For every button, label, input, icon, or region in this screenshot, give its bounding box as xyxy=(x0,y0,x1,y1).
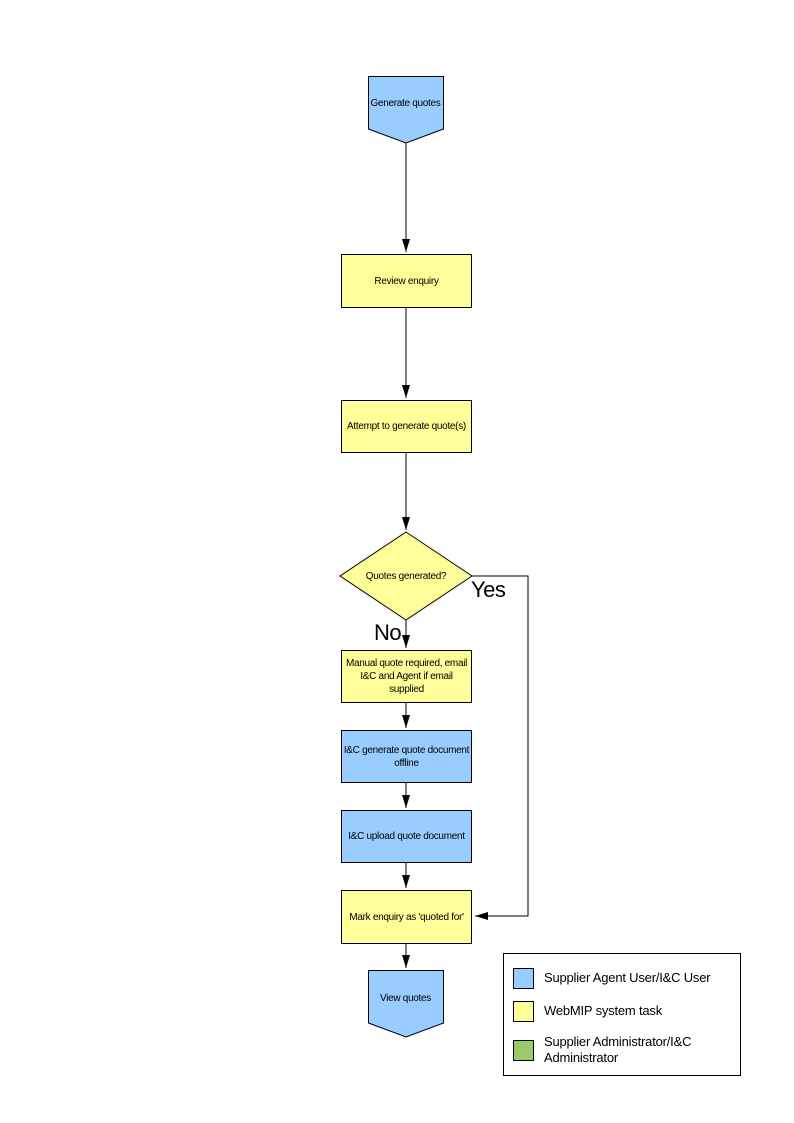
node-shape-view-quotes xyxy=(368,970,444,1038)
legend-label-webmip-task: WebMIP system task xyxy=(544,1003,663,1019)
node-label-generate-quotes: Generate quotes xyxy=(370,97,441,109)
node-shape-quotes-generated xyxy=(339,531,473,621)
legend-swatch-green xyxy=(513,1039,534,1061)
legend-row-supplier-admin: Supplier Administrator/I&C Administrator xyxy=(513,1034,730,1067)
legend-label-supplier-agent: Supplier Agent User/I&C User xyxy=(544,970,711,986)
branch-label-no: No xyxy=(374,620,402,645)
node-attempt-generate: Attempt to generate quote(s) xyxy=(341,400,472,453)
legend-swatch-blue xyxy=(513,968,534,989)
node-label-manual-quote: Manual quote required, email I&C and Age… xyxy=(345,658,468,695)
node-manual-quote: Manual quote required, email I&C and Age… xyxy=(341,650,472,703)
node-shape-generate-quotes xyxy=(368,76,444,144)
node-label-attempt-generate: Attempt to generate quote(s) xyxy=(347,421,466,432)
node-label-review-enquiry: Review enquiry xyxy=(374,275,439,287)
legend-row-webmip-task: WebMIP system task xyxy=(513,1001,730,1022)
node-label-view-quotes: View quotes xyxy=(380,992,431,1004)
node-label-quotes-generated: Quotes generated? xyxy=(365,570,447,582)
node-mark-enquiry: Mark enquiry as 'quoted for' xyxy=(341,890,472,944)
node-label-ic-generate: I&C generate quote document offline xyxy=(343,744,470,769)
connector-yes-branch xyxy=(472,575,529,920)
node-label-mark-enquiry: Mark enquiry as 'quoted for' xyxy=(349,911,464,923)
node-ic-generate: I&C generate quote document offline xyxy=(341,730,472,783)
legend-swatch-yellow xyxy=(513,1001,534,1022)
legend-row-supplier-agent: Supplier Agent User/I&C User xyxy=(513,968,730,989)
branch-label-yes: Yes xyxy=(471,577,506,602)
legend-label-supplier-admin: Supplier Administrator/I&C Administrator xyxy=(544,1034,692,1066)
node-label-ic-upload: I&C upload quote document xyxy=(348,831,465,842)
legend: Supplier Agent User/I&C User WebMIP syst… xyxy=(503,953,741,1076)
node-review-enquiry: Review enquiry xyxy=(341,254,472,308)
node-ic-upload: I&C upload quote document xyxy=(341,810,472,863)
